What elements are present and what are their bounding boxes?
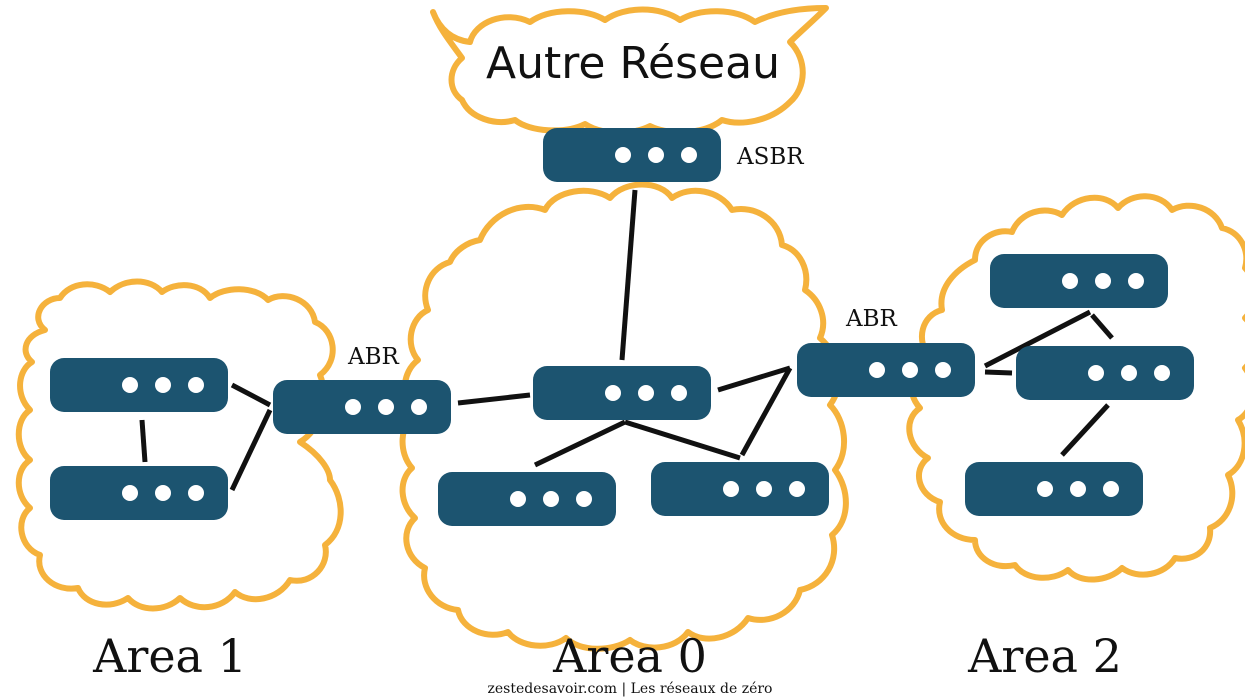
router-led — [1095, 273, 1111, 289]
router-led — [378, 399, 394, 415]
router-led — [902, 362, 918, 378]
router-area1-top — [50, 358, 228, 412]
cloud-external-network — [430, 5, 829, 136]
router-led — [1062, 273, 1078, 289]
router-icon — [533, 366, 711, 420]
link-asbr-core — [619, 189, 638, 361]
router-led — [122, 485, 138, 501]
link-a1r2-abr-left — [229, 408, 273, 492]
router-area2-top — [990, 254, 1168, 308]
abr-left-label: ABR — [347, 344, 400, 370]
router-led — [1070, 481, 1086, 497]
link-core-bottom-left — [533, 419, 627, 468]
router-area0-bottom-left — [438, 472, 616, 526]
router-led — [638, 385, 654, 401]
router-led — [411, 399, 427, 415]
router-area1-bottom — [50, 466, 228, 520]
link-abr-right-a2-top — [983, 309, 1092, 369]
abr-right-label: ABR — [845, 306, 898, 332]
router-led — [615, 147, 631, 163]
router-abr-left — [273, 380, 451, 434]
router-icon — [797, 343, 975, 397]
router-icon — [990, 254, 1168, 308]
router-led — [345, 399, 361, 415]
area-0-label: Area 0 — [552, 629, 707, 683]
link-a1r1-abr-left — [230, 382, 272, 408]
router-icon — [651, 462, 829, 516]
router-led — [188, 485, 204, 501]
credit-label: zestedesavoir.com | Les réseaux de zéro — [488, 681, 773, 697]
router-led — [188, 377, 204, 393]
asbr-label: ASBR — [736, 144, 804, 170]
router-led — [671, 385, 687, 401]
router-icon — [273, 380, 451, 434]
router-led — [1103, 481, 1119, 497]
router-led — [681, 147, 697, 163]
link-core-bottom-right — [624, 419, 741, 461]
cloud-area-1 — [15, 278, 344, 612]
link-a1r1-a1r2 — [139, 419, 148, 463]
router-led — [1154, 365, 1170, 381]
router-led — [1121, 365, 1137, 381]
router-asbr — [543, 128, 721, 182]
link-bottom-right-abr-right — [739, 366, 793, 457]
router-area2-bottom — [965, 462, 1143, 516]
router-led — [723, 481, 739, 497]
router-area0-core — [533, 366, 711, 420]
area-2-label: Area 2 — [967, 629, 1122, 683]
router-abr-right — [797, 343, 975, 397]
router-led — [756, 481, 772, 497]
link-a2-top-a2-mid — [1090, 313, 1114, 340]
router-icon — [543, 128, 721, 182]
link-a2-mid-a2-bottom — [1060, 403, 1110, 457]
router-led — [935, 362, 951, 378]
router-led — [1088, 365, 1104, 381]
router-led — [155, 377, 171, 393]
router-icon — [965, 462, 1143, 516]
router-led — [576, 491, 592, 507]
router-icon — [50, 466, 228, 520]
router-area0-bottom-right — [651, 462, 829, 516]
router-icon — [438, 472, 616, 526]
router-led — [122, 377, 138, 393]
links — [139, 189, 1114, 492]
router-led — [648, 147, 664, 163]
router-icon — [50, 358, 228, 412]
router-led — [789, 481, 805, 497]
router-led — [605, 385, 621, 401]
area-1-label: Area 1 — [92, 629, 247, 683]
router-icon — [1016, 346, 1194, 400]
external-network-label: Autre Réseau — [486, 38, 780, 89]
router-area2-mid — [1016, 346, 1194, 400]
link-abr-left-core — [457, 392, 531, 406]
router-led — [155, 485, 171, 501]
router-led — [1128, 273, 1144, 289]
link-abr-right-a2-mid — [984, 369, 1013, 376]
link-core-abr-right — [717, 365, 791, 393]
router-led — [510, 491, 526, 507]
router-led — [543, 491, 559, 507]
router-led — [869, 362, 885, 378]
router-led — [1037, 481, 1053, 497]
